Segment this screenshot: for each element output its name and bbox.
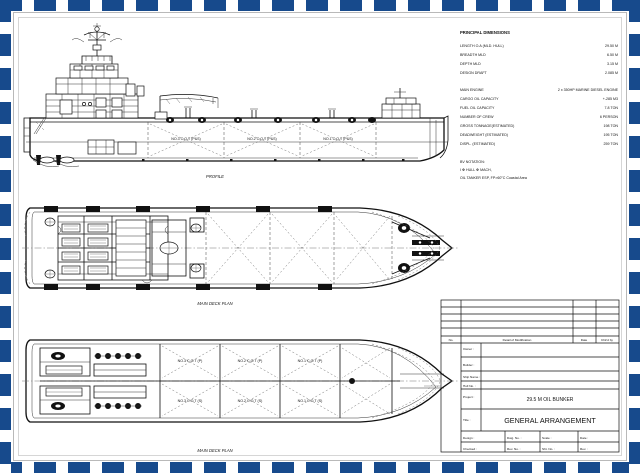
tank-label-port: NO.2 C.O.T (P) (238, 359, 263, 363)
principal-dimensions-block: PRINCIPAL DIMENSIONS LENGTH O.A (MLD. HU… (460, 30, 619, 180)
rev-header: Date (581, 338, 588, 342)
spec-value: 259 TON (604, 142, 619, 146)
notation-line: I ✠ HULL ✠ MACH, (460, 168, 492, 172)
tank-plan-caption: MAIN DECK PLAN (197, 448, 233, 453)
footer-label: Rev. : (580, 447, 588, 451)
tank-label-port: NO.1 C.O.T (P) (298, 359, 323, 363)
spec-label: LENGTH O.A (MLD. HULL) (460, 44, 504, 48)
spec-label: GROSS TONNAGE(ESTIMATED) (460, 124, 514, 128)
tank-label-port: NO.3 C.O.T (P) (178, 359, 203, 363)
rev-header: Chk'd by (601, 338, 613, 342)
spec-label: DESIGN DRAFT (460, 71, 488, 75)
selection-border-left (0, 0, 11, 473)
footer-label: Date : (580, 436, 588, 440)
tank-label-stbd: NO.2 C.O.T (S) (238, 399, 263, 403)
deck-plan-fittings (44, 206, 332, 290)
footer-label: Checked : (463, 447, 477, 451)
spec-value: 2 x 350HP MARINE DIESEL ENGINE (558, 88, 619, 92)
rev-header: Detail of Modification (503, 338, 532, 342)
profile-caption: PROFILE (206, 174, 224, 179)
drawing-title: GENERAL ARRANGEMENT (504, 416, 596, 425)
notation-heading: BV NOTATION: (460, 160, 485, 164)
spec-value: +-285 M3 (603, 97, 618, 101)
tank-label-stbd: NO.1 C.O.T (S) (298, 399, 323, 403)
profile-tank-label: NO.1 C.O.T (P&S) (323, 137, 353, 141)
spec-value: 2.085 M (605, 71, 618, 75)
spec-value: 195 TON (604, 133, 619, 137)
rev-header: No. (449, 338, 454, 342)
tank-label-stbd: NO.3 C.O.T (S) (178, 399, 203, 403)
main-deck-caption: MAIN DECK PLAN (197, 301, 233, 306)
footer-label: Rev. No. : (507, 447, 521, 451)
profile-tank-label: NO.2 C.O.T (P&S) (247, 137, 277, 141)
spec-value: 3.15 M (607, 62, 618, 66)
spec-label: DEPTH MLD (460, 62, 481, 66)
profile-deck-fittings (166, 117, 376, 123)
spec-label: BREADTH MLD (460, 53, 486, 57)
field-label: Project : (463, 395, 474, 399)
footer-label: Sht. No. : (542, 447, 555, 451)
profile-keel-marks (142, 159, 405, 162)
spec-label: MAIN ENGINE (460, 88, 484, 92)
notation-line: OIL TANKER ESP, FP>60°C Coastal Area (460, 176, 527, 180)
specs-heading: PRINCIPAL DIMENSIONS (460, 30, 510, 35)
footer-label: Dwg. No. : (507, 436, 522, 440)
spec-label: DISPL. (ESTIMATED) (460, 142, 495, 146)
project-name: 29.5 M OIL BUNKER (527, 397, 574, 403)
tank-plan-view: NO.3 C.O.T (P) NO.2 C.O.T (P) NO.1 C.O.T… (22, 339, 458, 453)
field-label: Title : (463, 418, 471, 422)
spec-label: CARGO OIL CAPACITY (460, 97, 499, 101)
spec-value: 7.8 TON (605, 106, 619, 110)
profile-tank-label: NO.3 C.O.T (P&S) (171, 137, 201, 141)
spec-value: 6 PERSON (600, 115, 619, 119)
field-label: Owner : (463, 347, 474, 351)
field-label: Ship Name : (463, 375, 480, 379)
spec-label: NUMBER OF CREW (460, 115, 494, 119)
main-deck-plan-view: MAIN DECK PLAN (22, 206, 458, 306)
pump-room-valves (94, 353, 142, 409)
spec-value: 6.50 M (607, 53, 618, 57)
selection-border-bottom (0, 462, 640, 473)
profile-view: NO.3 C.O.T (P&S) NO.2 C.O.T (P&S) NO.1 C… (23, 23, 449, 179)
spec-value: 29.50 M (605, 44, 618, 48)
spec-label: FUEL OIL CAPACITY (460, 106, 495, 110)
field-label: Builder : (463, 363, 474, 367)
footer-label: Scale : (542, 436, 552, 440)
spec-value: 198 TON (604, 124, 619, 128)
title-block: No. Detail of Modification Date Chk'd by… (424, 299, 620, 453)
selection-border-right (629, 0, 640, 473)
footer-label: Design : (463, 436, 474, 440)
selection-border-top (0, 0, 640, 11)
field-label: Hull No. : (463, 384, 476, 388)
drawing-sheet-inner-frame (18, 17, 622, 456)
spec-label: DEADWEIGHT (ESTIMATED) (460, 133, 508, 137)
